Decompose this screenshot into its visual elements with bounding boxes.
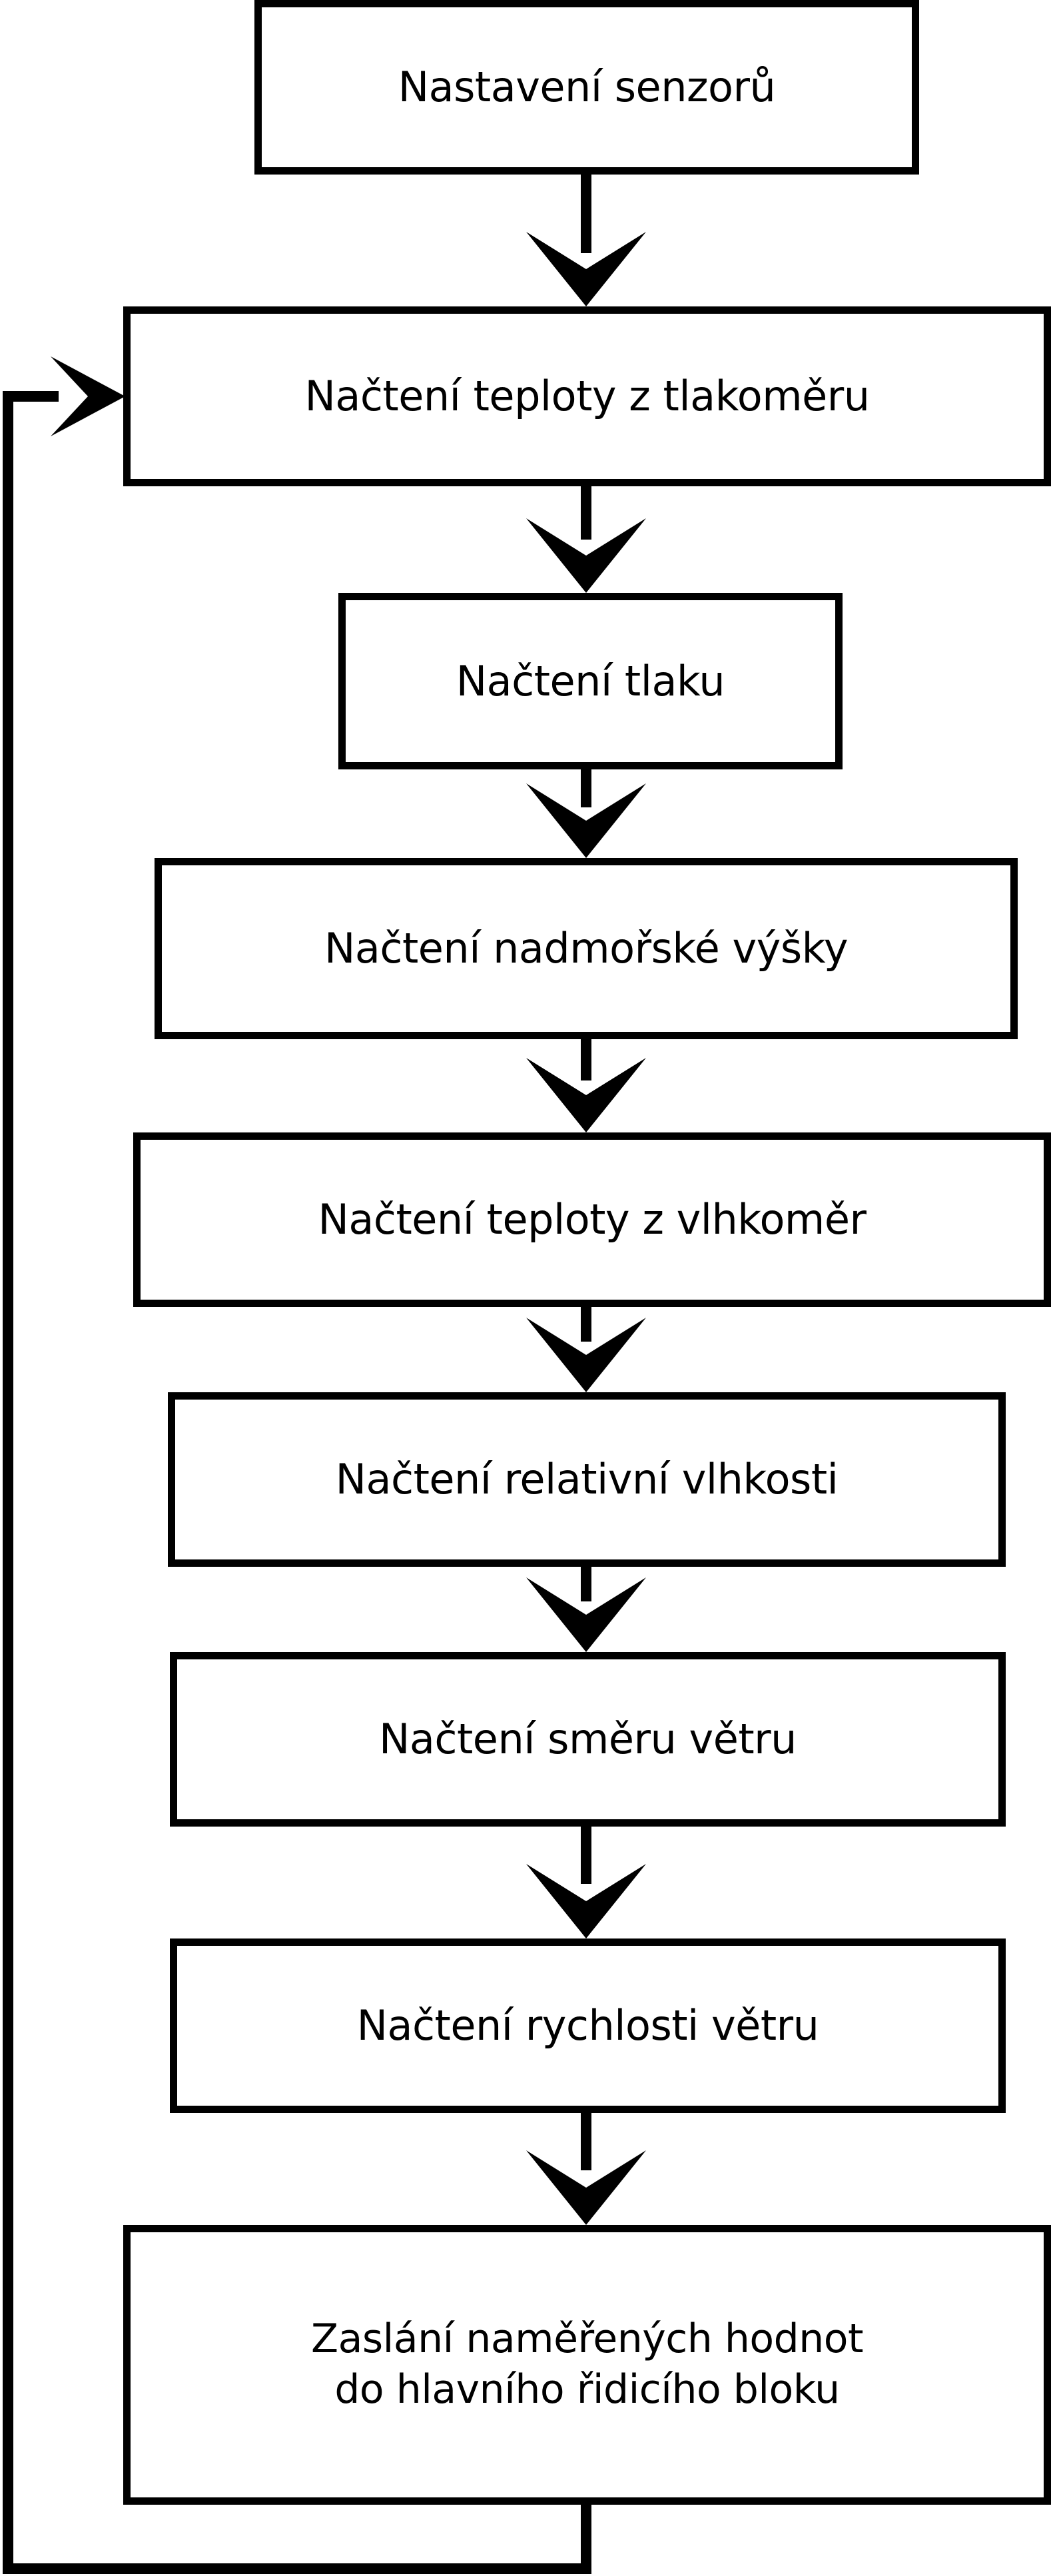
flow-node-nacteni-rychlosti-vetru[interactable]: Načtení rychlosti větru <box>170 1938 1006 2113</box>
flow-node-label: Načtení rychlosti větru <box>356 2001 819 2050</box>
arrowhead-7-8 <box>526 1864 646 1938</box>
flow-node-nacteni-smeru-vetru[interactable]: Načtení směru větru <box>170 1652 1006 1827</box>
arrowhead-6-7 <box>526 1577 646 1652</box>
arrowhead-3-4 <box>526 783 646 858</box>
flow-node-label: Načtení relativní vlhkosti <box>335 1455 839 1504</box>
flow-node-label: Načtení tlaku <box>456 656 725 705</box>
flow-node-zaslani-namerenych-hodnot[interactable]: Zaslání naměřených hodnot do hlavního ři… <box>123 2225 1051 2505</box>
arrowhead-5-6 <box>526 1318 646 1392</box>
flow-node-label: Zaslání naměřených hodnot do hlavního ři… <box>311 2316 863 2413</box>
flow-node-label: Nastavení senzorů <box>398 63 776 112</box>
connector-feedback-path <box>3 391 591 2574</box>
arrowhead-8-9 <box>526 2150 646 2225</box>
flow-node-nacteni-nadmorske-vysky[interactable]: Načtení nadmořské výšky <box>155 858 1018 1039</box>
arrowhead-feedback <box>51 356 125 436</box>
flow-node-label: Načtení teploty z tlakoměru <box>304 372 870 421</box>
flow-node-nacteni-teploty-z-tlakomeru[interactable]: Načtení teploty z tlakoměru <box>123 306 1051 486</box>
flow-node-nastaveni-senzoru[interactable]: Nastavení senzorů <box>254 0 919 175</box>
flow-node-label: Načtení směru větru <box>379 1715 797 1764</box>
flow-node-nacteni-teploty-z-vlhkomer[interactable]: Načtení teploty z vlhkoměr <box>133 1132 1051 1307</box>
flow-node-label: Načtení nadmořské výšky <box>324 924 849 973</box>
arrowhead-2-3 <box>526 518 646 593</box>
flow-node-nacteni-relativni-vlhkosti[interactable]: Načtení relativní vlhkosti <box>168 1392 1006 1567</box>
arrowhead-1-2 <box>526 232 646 306</box>
flow-node-label: Načtení teploty z vlhkoměr <box>318 1195 867 1244</box>
arrowhead-4-5 <box>526 1058 646 1132</box>
flow-node-nacteni-tlaku[interactable]: Načtení tlaku <box>338 593 843 769</box>
